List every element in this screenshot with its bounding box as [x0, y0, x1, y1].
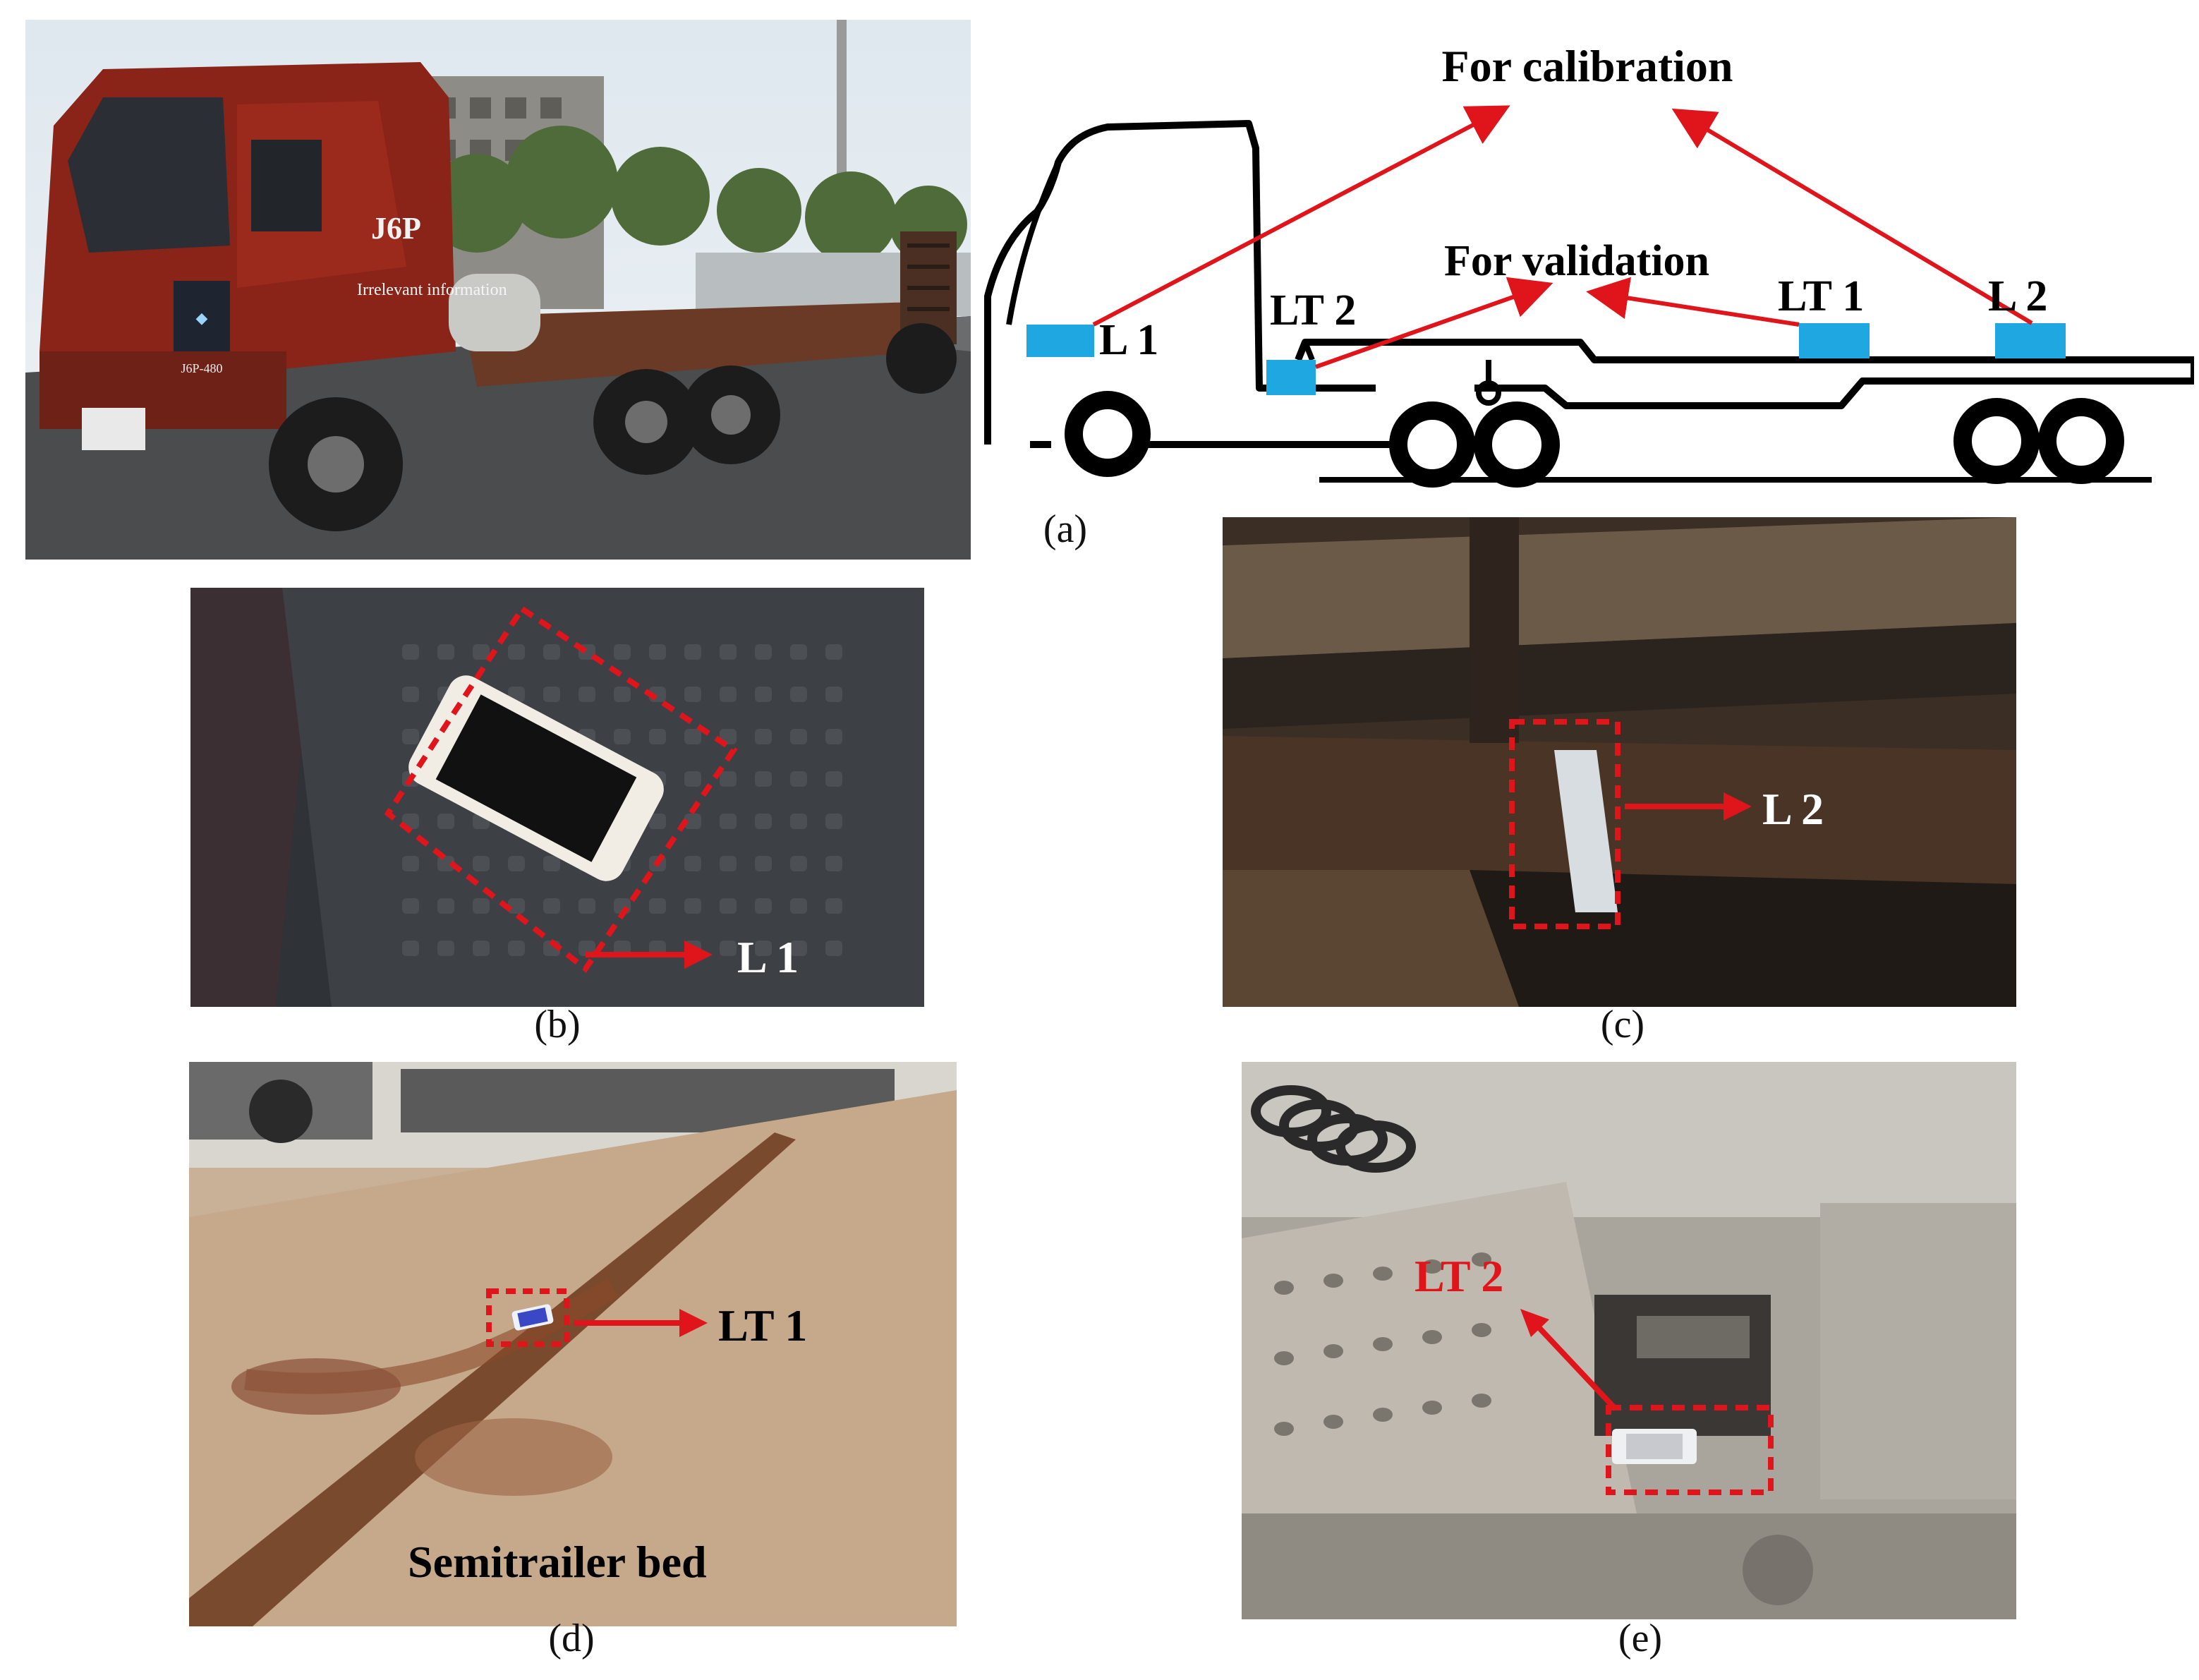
truck-schematic: For calibration For validation L 1 LT 2 … — [981, 28, 2194, 522]
sensor-block-l1 — [1026, 325, 1094, 357]
cab-brand-text: J6P — [371, 211, 421, 246]
sensor-label-lt2: LT 2 — [1270, 286, 1356, 334]
truck-photo: ◆ J6P Irrelevant information J6P-480 — [25, 20, 971, 560]
arrow-lt2-validation — [1314, 277, 1553, 369]
label-l1: L 1 — [737, 932, 799, 982]
arrow-lt1-validation — [1586, 277, 1800, 327]
highlight-box-l2 — [1509, 719, 1621, 929]
photo-lt1-location: LT 1 Semitrailer bed — [189, 1062, 957, 1626]
photo-lt2-location: LT 2 — [1242, 1062, 2016, 1619]
caption-d: (d) — [548, 1616, 595, 1660]
caption-b: (b) — [534, 1003, 581, 1046]
sensor-label-lt1: LT 1 — [1778, 272, 1864, 320]
semitrailer-bed-label: Semitrailer bed — [408, 1537, 707, 1587]
label-lt1: LT 1 — [718, 1300, 807, 1350]
photo-l1-location: L 1 — [190, 588, 924, 1007]
label-lt2: LT 2 — [1414, 1251, 1503, 1301]
door-sticker-text: Irrelevant information — [357, 281, 507, 299]
sensor-block-l2 — [1995, 323, 2066, 358]
arrow-l1-calibration — [1092, 105, 1510, 327]
caption-e: (e) — [1618, 1616, 1663, 1660]
calibration-label: For calibration — [1442, 41, 1733, 91]
sensor-block-lt2 — [1266, 360, 1316, 395]
svg-text:◆: ◆ — [196, 309, 208, 327]
door-sticker-line: Irrelevant information — [357, 281, 507, 299]
model-text: J6P-480 — [181, 361, 222, 375]
validation-label: For validation — [1444, 237, 1709, 285]
caption-a: (a) — [1043, 507, 1088, 551]
highlight-box-lt1 — [486, 1288, 569, 1347]
sensor-block-lt1 — [1799, 323, 1870, 358]
sensor-label-l2: L 2 — [1988, 272, 2047, 320]
label-l2: L 2 — [1762, 784, 1824, 834]
photo-l2-location: L 2 — [1223, 517, 2016, 1007]
phone-icon — [408, 675, 664, 881]
arrow-l2-calibration — [1671, 108, 2033, 325]
sensor-label-l1: L 1 — [1099, 316, 1158, 364]
highlight-box-l1 — [384, 605, 738, 973]
caption-c: (c) — [1600, 1003, 1645, 1046]
highlight-box-lt2 — [1606, 1405, 1774, 1495]
